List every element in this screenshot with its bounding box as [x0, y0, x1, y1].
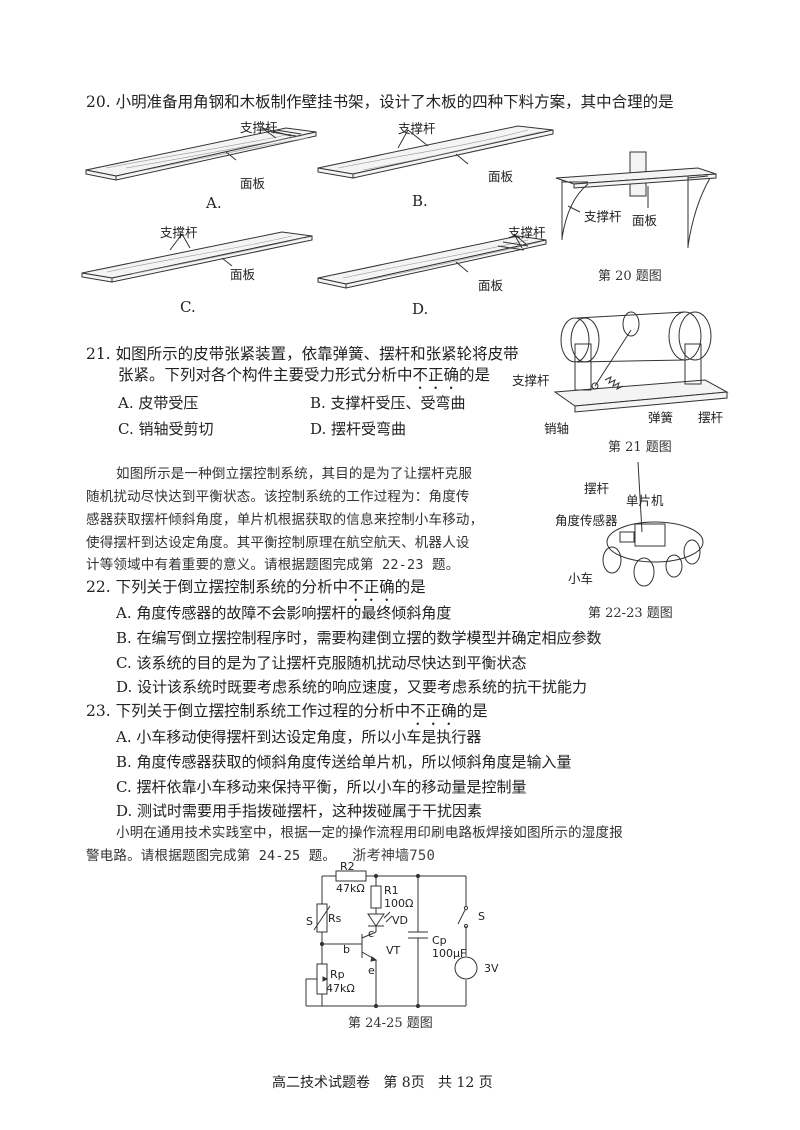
page-footer: 高二技术试题卷 第 8页 共 12 页 — [272, 1075, 493, 1091]
q21-option-b: B. 支撑杆受压、受弯曲 — [310, 394, 466, 412]
q23-stem: 23. 下列关于倒立摆控制系统工作过程的分析中不正确的是 — [86, 699, 488, 729]
q21-stem-pre: 张紧。下列对各个构件主要受力形式分析中 — [118, 366, 413, 384]
q22-option-b: B. 在编写倒立摆控制程序时，需要构建倒立摆的数学模型并确定相应参数 — [116, 629, 602, 647]
pendulum-cart-figure — [602, 461, 704, 587]
passage2-line2-text: 警电路。请根据题图完成第 24-25 题。 — [86, 848, 337, 864]
q20-d-panel-label: 面板 — [478, 278, 504, 293]
q20-shelf-rod-label: 支撑杆 — [584, 209, 622, 224]
q21-stem-line1: 21. 如图所示的皮带张紧装置，依靠弹簧、摆杆和张紧轮将皮带 — [86, 345, 519, 363]
passage2-line2: 警电路。请根据题图完成第 24-25 题。 浙考神墙750 — [86, 845, 435, 868]
q23-option-c: C. 摆杆依靠小车移动来保持平衡，所以小车的移动量是控制量 — [116, 778, 527, 796]
q20-stem: 20. 小明准备用角钢和木板制作壁挂书架，设计了木板的四种下料方案，其中合理的是 — [86, 93, 674, 111]
q22-stem-emph: 不正确 — [348, 578, 395, 596]
passage1-line2: 随机扰动尽快达到平衡状态。该控制系统的工作过程为：角度传 — [86, 489, 470, 505]
q23-stem-post: 的是 — [456, 702, 488, 720]
fig22-caption: 第 22-23 题图 — [588, 606, 673, 621]
circuit-Cp-label: Cp — [432, 934, 447, 947]
q23-option-a: A. 小车移动使得摆杆到达设定角度，所以小车是执行器 — [116, 728, 482, 746]
circuit-c-label: c — [368, 927, 375, 940]
q23-stem-emph: 不正确 — [410, 702, 457, 720]
q20-caption: 第 20 题图 — [598, 269, 662, 284]
q22-option-d: D. 设计该系统时既要考虑系统的响应速度，又要考虑系统的抗干扰能力 — [116, 678, 588, 696]
q21-fig-arm-label: 摆杆 — [698, 410, 724, 425]
circuit-Rp-label: Rp — [330, 968, 345, 981]
q20-figure-d — [317, 233, 547, 289]
q21-caption: 第 21 题图 — [608, 440, 672, 455]
q20-option-b: B. — [412, 192, 428, 210]
q21-tensioner-figure — [553, 311, 729, 413]
q20-shelf-panel-label: 面板 — [632, 213, 658, 228]
q20-option-d: D. — [412, 300, 429, 318]
q23-stem-pre: 23. 下列关于倒立摆控制系统工作过程的分析中 — [86, 702, 411, 720]
circuit-R2-value: 47kΩ — [336, 882, 365, 895]
q20-option-c: C. — [180, 298, 196, 316]
q20-b-panel-label: 面板 — [488, 169, 514, 184]
q20-b-rod-label: 支撑杆 — [398, 121, 436, 136]
circuit-VD-label: VD — [392, 914, 408, 927]
q20-d-rod-label: 支撑杆 — [508, 225, 546, 240]
fig22-sensor-label: 角度传感器 — [555, 513, 618, 528]
watermark-text: 浙考神墙750 — [352, 848, 436, 864]
circuit-b-label: b — [343, 943, 350, 956]
circuit-e-label: e — [368, 964, 375, 977]
q22-stem-pre: 22. 下列关于倒立摆控制系统的分析中 — [86, 578, 349, 596]
q20-a-rod-label: 支撑杆 — [240, 120, 278, 135]
q22-stem: 22. 下列关于倒立摆控制系统的分析中不正确的是 — [86, 575, 426, 605]
q21-stem-post: 的是 — [459, 366, 491, 384]
passage1-line4: 使得摆杆到达设定角度。其平衡控制原理在航空航天、机器人设 — [86, 535, 470, 551]
circuit-Rs-label: Rs — [328, 912, 342, 925]
circuit-R1-label: R1 — [384, 884, 399, 897]
q20-c-rod-label: 支撑杆 — [160, 225, 198, 240]
circuit-R1-value: 100Ω — [384, 897, 414, 910]
circuit-caption: 第 24-25 题图 — [348, 1016, 433, 1031]
q23-option-b: B. 角度传感器获取的倾斜角度传送给单片机，所以倾斜角度是输入量 — [116, 753, 572, 771]
q21-stem-line2: 张紧。下列对各个构件主要受力形式分析中不正确的是 — [118, 363, 490, 393]
passage1-line1: 如图所示是一种倒立摆控制系统，其目的是为了让摆杆克服 — [116, 466, 473, 482]
q20-c-panel-label: 面板 — [230, 267, 256, 282]
circuit-R2-label: R2 — [340, 860, 355, 873]
circuit-VT-label: VT — [386, 944, 401, 957]
q21-option-a: A. 皮带受压 — [118, 394, 199, 412]
circuit-Rp-value: 47kΩ — [326, 982, 355, 995]
q23-option-d: D. 测试时需要用手指拨碰摆杆，这种拨碰属于干扰因素 — [116, 802, 483, 820]
fig22-mcu-label: 单片机 — [626, 493, 664, 508]
q20-figure-b — [317, 125, 554, 179]
circuit-S-left-label: S — [306, 915, 313, 928]
circuit-V-label: 3V — [484, 962, 499, 975]
q21-option-c: C. 销轴受剪切 — [118, 420, 214, 438]
circuit-Cp-value: 100μF — [432, 947, 467, 960]
q22-stem-post: 的是 — [394, 578, 426, 596]
q22-option-a: A. 角度传感器的故障不会影响摆杆的最终倾斜角度 — [116, 604, 452, 622]
q20-a-panel-label: 面板 — [240, 176, 266, 191]
passage1-line3: 感器获取摆杆倾斜角度，单片机根据获取的信息来控制小车移动， — [86, 512, 484, 528]
fig22-cart-label: 小车 — [568, 571, 594, 586]
q21-fig-spring-label: 弹簧 — [648, 410, 674, 425]
q21-option-d: D. 摆杆受弯曲 — [310, 420, 407, 438]
passage2-line1: 小明在通用技术实践室中，根据一定的操作流程用印刷电路板焊接如图所示的湿度报 — [116, 825, 623, 841]
q20-figure-c — [81, 231, 313, 283]
q21-fig-pin-label: 销轴 — [544, 421, 570, 436]
circuit-S-right-label: S — [478, 910, 485, 923]
q21-fig-rod-label: 支撑杆 — [512, 373, 550, 388]
q21-stem-emph: 不正确 — [412, 366, 460, 384]
q20-option-a: A. — [206, 194, 222, 212]
q20-shelf-figure — [555, 151, 717, 248]
q22-option-c: C. 该系统的目的是为了让摆杆克服随机扰动尽快达到平衡状态 — [116, 654, 527, 672]
passage1-line5: 计等领域中有着重要的意义。请根据题图完成第 22-23 题。 — [86, 557, 460, 573]
q20-figure-a — [85, 127, 317, 181]
fig22-pendulum-label: 摆杆 — [584, 481, 610, 496]
circuit-diagram — [305, 870, 478, 1009]
